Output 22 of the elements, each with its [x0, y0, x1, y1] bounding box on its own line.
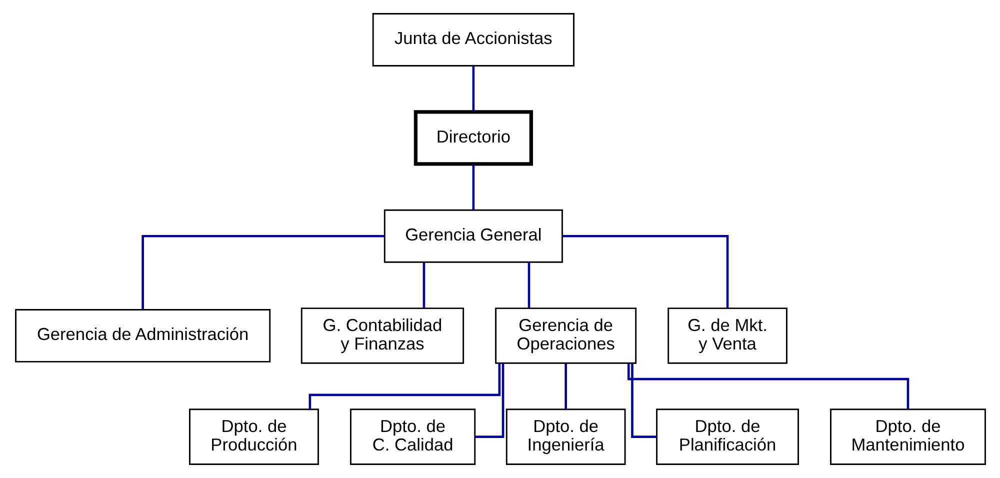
node-box: Dpto. de Producción	[188, 408, 318, 465]
connector	[474, 363, 504, 438]
node-box: Gerencia de Administración	[14, 309, 270, 362]
connector	[472, 66, 474, 112]
connector	[630, 363, 656, 438]
node-box: G. Contabilidad y Finanzas	[300, 308, 464, 364]
node-box: Dpto. de C. Calidad	[350, 408, 476, 465]
node-box: Gerencia General	[383, 209, 562, 263]
node-box: Gerencia de Operaciones	[494, 308, 636, 364]
node-box: Dpto. de Mantenimiento	[830, 408, 986, 465]
node-box: G. de Mkt. y Venta	[667, 308, 787, 364]
node-box: Directorio	[413, 110, 532, 166]
connector	[141, 234, 384, 310]
connector	[422, 262, 425, 308]
connector	[564, 363, 566, 410]
connector	[527, 262, 530, 308]
node-box: Junta de Accionistas	[372, 13, 574, 66]
connector	[626, 363, 909, 410]
node-box: Dpto. de Planificación	[656, 408, 798, 465]
connector	[562, 234, 728, 308]
connector	[472, 164, 474, 210]
node-box: Dpto. de Ingeniería	[505, 408, 626, 465]
